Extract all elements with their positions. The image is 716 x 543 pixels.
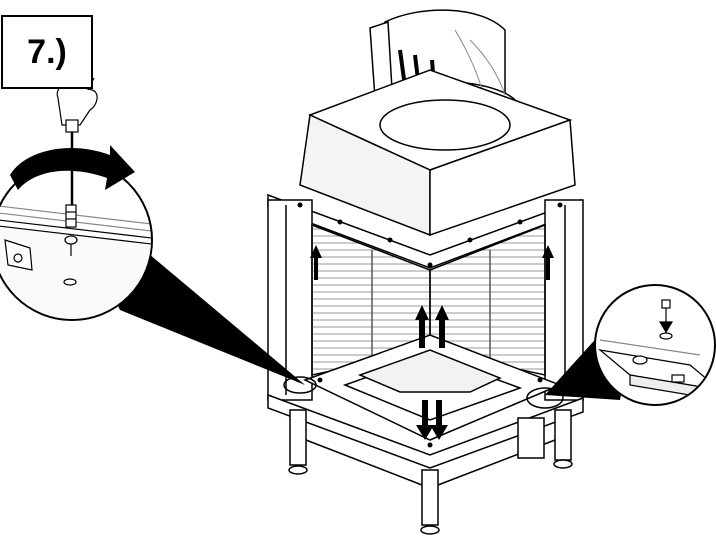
down-arrow-icon [416,400,448,440]
frame-screws [297,202,563,448]
detail-view-right [594,284,716,406]
screw-icon [64,204,78,256]
step-number: 7.) [27,32,67,71]
firebox-frame [267,193,584,535]
rotate-clockwise-arrow-icon [10,145,135,190]
allen-key-icon [56,69,98,205]
detail-view-left [0,159,153,321]
up-arrow-icon [310,245,554,348]
step-number-box: 7.) [1,15,93,89]
screw-icon [658,299,674,340]
hood-box [299,69,576,237]
